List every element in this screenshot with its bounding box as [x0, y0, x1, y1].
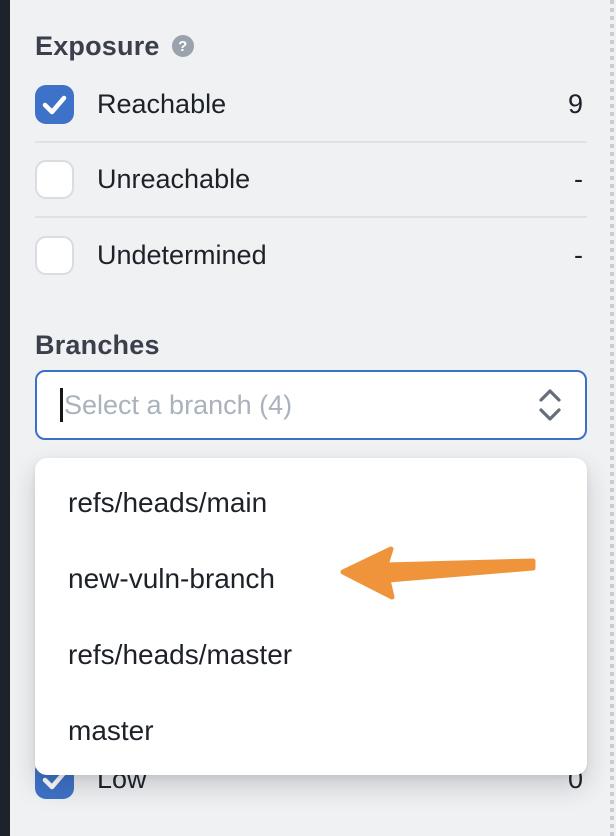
branch-select-input[interactable]: Select a branch (4) [35, 370, 587, 440]
exposure-title: Exposure [35, 30, 160, 61]
checkbox-unchecked-icon[interactable] [35, 160, 74, 199]
chevron-up-down-icon[interactable] [537, 387, 563, 423]
dropdown-option-refs-heads-main[interactable]: refs/heads/main [68, 487, 268, 518]
branches-title: Branches [35, 329, 160, 360]
filter-row-unreachable[interactable]: Unreachable - [35, 143, 587, 218]
dropdown-option-master[interactable]: master [68, 715, 154, 746]
filter-row-reachable[interactable]: Reachable 9 [35, 68, 587, 143]
left-dark-rail [0, 0, 10, 836]
filter-count: - [574, 240, 583, 270]
help-icon[interactable]: ? [171, 35, 194, 57]
filter-panel: Exposure ? Reachable 9 Unreachable - Und… [35, 0, 587, 836]
dropdown-option-refs-heads-master[interactable]: refs/heads/master [68, 639, 293, 670]
dropdown-option-new-vuln-branch[interactable]: new-vuln-branch [68, 563, 275, 594]
exposure-section-header: Exposure ? [35, 30, 587, 62]
filter-label: Unreachable [97, 164, 251, 194]
checkbox-unchecked-icon[interactable] [35, 236, 74, 275]
branches-section-header: Branches [35, 329, 587, 361]
annotation-arrow-icon [340, 546, 536, 600]
filter-label: Undetermined [97, 240, 267, 270]
exposure-options: Reachable 9 Unreachable - Undetermined - [35, 68, 587, 293]
filter-row-undetermined[interactable]: Undetermined - [35, 218, 587, 293]
checkbox-checked-icon[interactable] [35, 85, 74, 124]
branch-dropdown-listbox: refs/heads/main new-vuln-branch refs/hea… [35, 458, 587, 775]
panel-resize-dotted-edge[interactable] [610, 0, 614, 836]
checkmark-icon [42, 95, 67, 115]
filter-label: Reachable [97, 89, 227, 119]
filter-count: - [574, 164, 583, 194]
filter-count: 9 [567, 89, 583, 119]
text-cursor [60, 388, 63, 422]
checkmark-icon [42, 770, 67, 790]
branch-select-placeholder: Select a branch (4) [64, 389, 293, 420]
